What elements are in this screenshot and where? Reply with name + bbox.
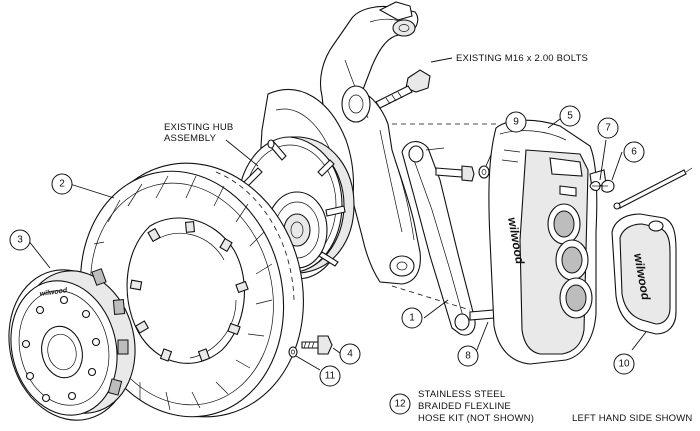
- caliper-pistons: [547, 203, 593, 319]
- svg-text:5: 5: [567, 111, 573, 122]
- pin-clip: [589, 179, 615, 193]
- view-note-label: LEFT HAND SIDE SHOWN: [572, 413, 692, 424]
- callout-10: 10: [613, 353, 635, 375]
- brake-rotor: [79, 162, 304, 418]
- bolt-washer: [288, 346, 298, 358]
- existing-bolts-label: EXISTING M16 x 2.00 BOLTS: [456, 53, 588, 64]
- hat-logo: wilwood: [39, 287, 68, 298]
- callout-11: 11: [319, 365, 341, 387]
- brake-caliper: wilwood: [488, 119, 607, 365]
- callout-3: 3: [9, 229, 31, 251]
- bracket-bolt-upper: [435, 165, 490, 182]
- callout-12: 12: [389, 393, 411, 415]
- existing-m16-bolts: [375, 69, 431, 109]
- hose-kit-label-line3: HOSE KIT (NOT SHOWN): [418, 413, 534, 424]
- callout-7: 7: [597, 117, 619, 139]
- svg-text:8: 8: [465, 351, 471, 362]
- svg-text:2: 2: [59, 179, 65, 190]
- svg-text:9: 9: [513, 117, 519, 128]
- callout-4: 4: [339, 343, 361, 365]
- svg-text:3: 3: [17, 235, 23, 246]
- caliper-bracket: [401, 141, 476, 336]
- svg-text:4: 4: [347, 349, 353, 360]
- pad-retaining-pin: [613, 167, 693, 210]
- existing-hub-label-line2: ASSEMBLY: [164, 133, 217, 144]
- brake-pad: wilwood: [611, 213, 677, 335]
- callout-8: 8: [457, 345, 479, 367]
- rotor-hat: wilwood: [8, 268, 136, 421]
- svg-text:12: 12: [394, 399, 406, 410]
- existing-hub-label-line1: EXISTING HUB: [164, 122, 233, 133]
- callout-6: 6: [623, 141, 645, 163]
- svg-text:1: 1: [409, 313, 415, 324]
- hose-kit-label-line1: STAINLESS STEEL: [418, 389, 505, 400]
- callout-9: 9: [505, 111, 527, 133]
- svg-text:10: 10: [618, 359, 630, 370]
- svg-text:11: 11: [325, 371, 336, 382]
- svg-text:6: 6: [631, 147, 637, 158]
- hat-bolt: [301, 335, 333, 355]
- svg-text:7: 7: [605, 123, 611, 134]
- callout-5: 5: [559, 105, 581, 127]
- hose-kit-label-line2: BRAIDED FLEXLINE: [418, 401, 511, 412]
- callout-1: 1: [401, 307, 423, 329]
- callout-2: 2: [51, 173, 73, 195]
